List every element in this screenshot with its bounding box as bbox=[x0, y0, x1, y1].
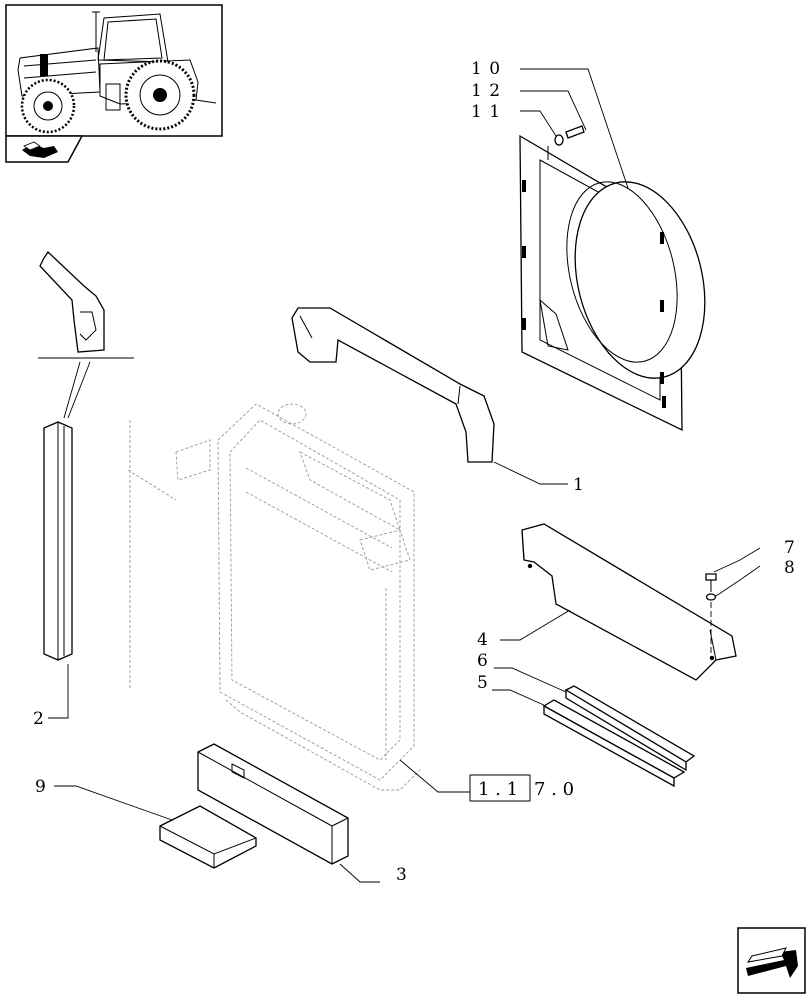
callout-1: 1 bbox=[573, 475, 585, 495]
callout-4: 4 bbox=[477, 630, 489, 650]
callout-6: 6 bbox=[477, 651, 489, 671]
part-3-lower-seal bbox=[197, 743, 349, 865]
part-6-foam-strip bbox=[564, 685, 696, 772]
tractor-thumbnail-icon[interactable] bbox=[5, 4, 223, 137]
reference-rest-text: 7 . 0 bbox=[534, 779, 574, 800]
part-5-foam-strip bbox=[542, 699, 686, 788]
callout-2: 2 bbox=[33, 709, 45, 729]
part-8-washer bbox=[705, 593, 717, 601]
reference-box[interactable]: 1 . 1 7 . 0 bbox=[469, 774, 574, 802]
part-7-bolt bbox=[705, 573, 717, 592]
callout-7: 7 bbox=[784, 538, 796, 558]
part-2-edge-profile bbox=[39, 250, 105, 661]
reference-boxed-text: 1 . 1 bbox=[478, 779, 518, 800]
callout-8: 8 bbox=[784, 558, 796, 578]
callout-12: 1 2 bbox=[471, 81, 501, 101]
part-9-block bbox=[159, 805, 257, 869]
part-11-washer bbox=[554, 134, 564, 146]
callout-11: 1 1 bbox=[471, 102, 501, 122]
part-1-upper-seal bbox=[291, 307, 495, 463]
ghost-radiator bbox=[127, 403, 421, 791]
part-12-screw bbox=[565, 125, 585, 139]
callout-5: 5 bbox=[477, 673, 489, 693]
part-4-lower-panel bbox=[521, 523, 737, 681]
callout-10: 1 0 bbox=[471, 59, 501, 79]
callout-9: 9 bbox=[35, 777, 47, 797]
page-tab-icon[interactable] bbox=[5, 135, 84, 163]
callout-3: 3 bbox=[396, 865, 408, 885]
part-10-fan-shroud bbox=[519, 134, 706, 432]
next-page-arrow-icon[interactable] bbox=[737, 927, 806, 994]
